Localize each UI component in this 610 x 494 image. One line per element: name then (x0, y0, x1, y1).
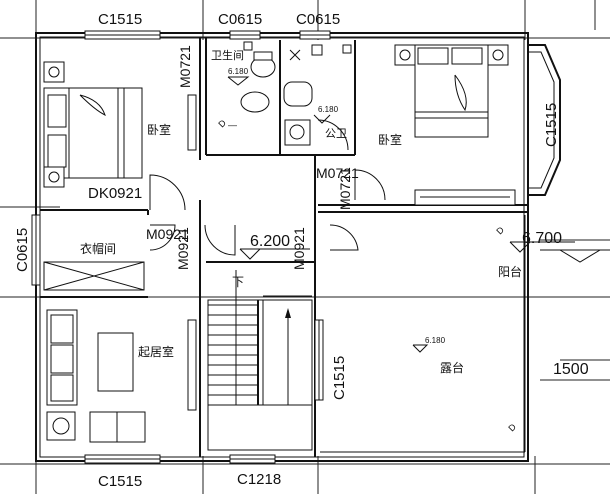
elevation-floor: 6.200 (250, 233, 290, 250)
dimension-label: 1500 (553, 361, 589, 378)
room-label-living: 起居室 (138, 344, 174, 359)
room-label-bedroom-right: 卧室 (378, 132, 402, 147)
window-label-bottom-mid: C1218 (237, 471, 281, 488)
svg-text:D: D (216, 117, 228, 129)
room-label-bathroom-master: 卫生间 (211, 48, 244, 62)
bed-left (43, 61, 143, 188)
door-label-dk: DK0921 (88, 185, 142, 202)
elevation-bath-master: 6.180 (228, 67, 249, 76)
door-label-closet: M0921 (146, 226, 189, 242)
doors (149, 119, 386, 256)
windows (31, 30, 331, 464)
svg-text:D: D (494, 224, 506, 236)
staircase (207, 270, 313, 451)
door-label-stair-right: M0921 (291, 227, 307, 270)
door-label-bedroom-right-v: M0721 (337, 167, 353, 210)
bay-window (528, 44, 561, 196)
window-label-top-left: C1515 (98, 11, 142, 28)
window-label-bottom-left: C1515 (98, 473, 142, 490)
elevation-public-bath: 6.180 (318, 105, 339, 114)
door-label-bedroom-left: M0721 (177, 45, 193, 88)
stair-down-label: 下 (232, 275, 244, 289)
window-label-left-side: C0615 (14, 228, 31, 272)
room-label-public-bath: 公卫 (325, 128, 347, 140)
room-label-balcony: 阳台 (498, 264, 522, 279)
closet-racks (43, 261, 145, 291)
window-label-right-bay: C1515 (543, 103, 560, 147)
svg-text:—: — (228, 120, 237, 130)
interior-walls (40, 36, 528, 457)
window-label-stair-side: C1515 (331, 356, 348, 400)
drain-markers: D — D D (216, 117, 518, 433)
living-furniture (46, 309, 146, 443)
svg-text:D: D (506, 421, 518, 433)
room-label-bedroom-left: 卧室 (147, 122, 171, 137)
elevation-marks (227, 76, 575, 353)
room-label-terrace: 露台 (440, 360, 464, 375)
terrace (320, 215, 610, 453)
door-label-bedroom-right: M0721 (316, 165, 359, 181)
elevation-balcony: 6.700 (522, 230, 562, 247)
room-label-closet: 衣帽间 (80, 241, 116, 256)
bath-fixtures (240, 41, 352, 146)
elevation-terrace: 6.180 (425, 336, 446, 345)
window-label-top-mid-2: C0615 (296, 11, 340, 28)
door-label-stair-left: M0921 (175, 227, 191, 270)
bed-right (394, 44, 516, 206)
window-label-top-mid-1: C0615 (218, 11, 262, 28)
